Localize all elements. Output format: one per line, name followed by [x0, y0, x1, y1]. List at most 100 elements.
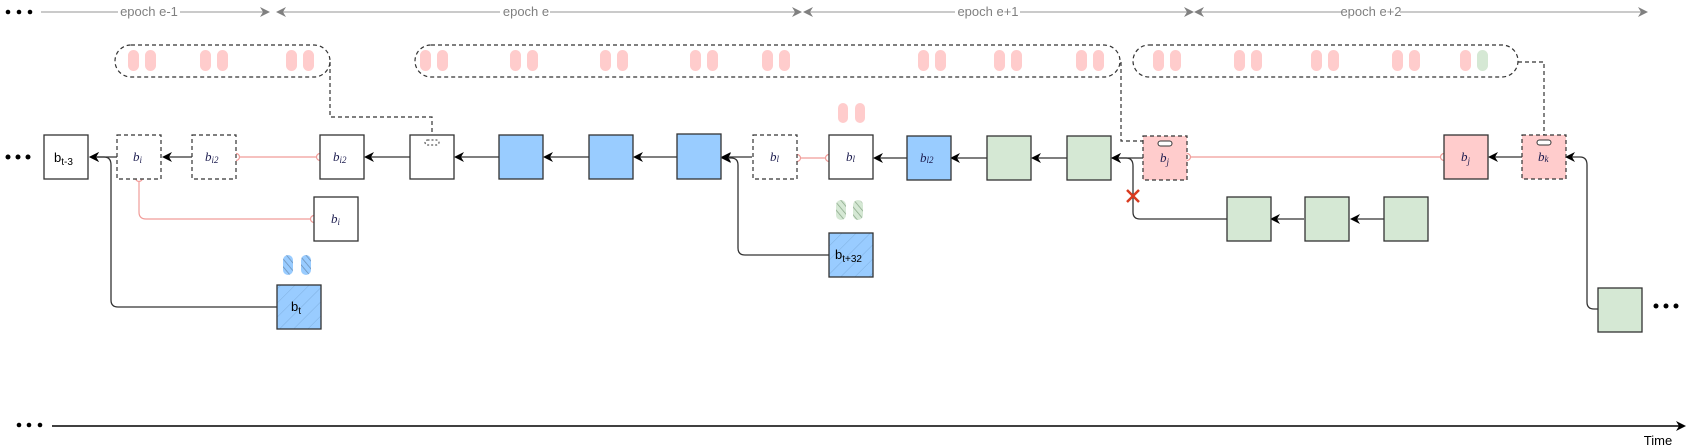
- svg-text:bi: bi: [133, 149, 143, 165]
- vote-pill: [1409, 50, 1420, 71]
- block-b-t-plus-32[interactable]: bt+32: [828, 232, 874, 278]
- chain-ellipsis-left: [5, 154, 31, 160]
- vote-pair: [994, 50, 1022, 71]
- epoch-label: epoch e+1: [957, 4, 1018, 19]
- block-b-t-minus-3[interactable]: bt-3: [43, 134, 89, 180]
- svg-text:bk: bk: [1538, 149, 1550, 164]
- block-bi-lower[interactable]: bi: [313, 196, 359, 242]
- time-axis-label: Time: [1644, 433, 1672, 448]
- vote-pill: [617, 50, 628, 71]
- vote-group-3: [1132, 44, 1519, 78]
- block-bj-dashed[interactable]: bj: [1142, 135, 1188, 181]
- epoch-span-e-plus-1: epoch e+1: [803, 4, 1194, 19]
- checkpoint-marker-icon: [1157, 140, 1173, 147]
- vote-pill: [145, 50, 156, 71]
- vote-pill: [420, 50, 431, 71]
- vote-pill: [1311, 50, 1322, 71]
- vote-pair: [762, 50, 790, 71]
- time-axis: Time: [16, 421, 1686, 448]
- svg-text:bt+32: bt+32: [835, 247, 862, 265]
- vote-pairs: [1153, 50, 1488, 71]
- block-blue[interactable]: [498, 134, 544, 180]
- vote-pair: [1076, 50, 1104, 71]
- svg-text:bj: bj: [1160, 150, 1170, 167]
- block-bk-dashed[interactable]: bk: [1521, 134, 1567, 180]
- vote-pill: [762, 50, 773, 71]
- vote-pair: [510, 50, 538, 71]
- vote-link-connector: [1518, 61, 1545, 138]
- vote-pill: [779, 50, 790, 71]
- checkpoint-marker-icon: [1536, 139, 1552, 146]
- block-green[interactable]: [986, 135, 1032, 181]
- vote-pair: [918, 50, 946, 71]
- epoch-label: epoch e: [503, 4, 549, 19]
- vote-pill: [1328, 50, 1339, 71]
- block-checkpoint-epoch-e[interactable]: [409, 134, 455, 180]
- svg-text:bt: bt: [291, 299, 301, 317]
- block-bi2-dashed[interactable]: bi2: [191, 134, 237, 180]
- vote-pair: [1460, 50, 1488, 71]
- vote-pill: [1011, 50, 1022, 71]
- block-bi-dashed[interactable]: bi: [116, 134, 162, 180]
- vote-pill: [935, 50, 946, 71]
- parent-links: [89, 152, 1598, 310]
- block-bi2[interactable]: bi2: [319, 134, 365, 180]
- epoch-label: epoch e-1: [120, 4, 178, 19]
- vote-pairs: [420, 50, 1104, 71]
- vote-pill: [217, 50, 228, 71]
- block-green-fork[interactable]: [1383, 196, 1429, 242]
- block-bl[interactable]: bl: [828, 134, 874, 180]
- vote-group-2: [414, 44, 1121, 78]
- block-bl2[interactable]: bl2: [906, 135, 952, 181]
- vote-pair: [1153, 50, 1181, 71]
- vote-pill: [527, 50, 538, 71]
- epoch-label: epoch e+2: [1340, 4, 1401, 19]
- vote-pair: [286, 50, 314, 71]
- svg-text:bl2: bl2: [920, 150, 934, 165]
- vote-pair-pink: [838, 103, 865, 123]
- vote-pill: [1093, 50, 1104, 71]
- epoch-span-e-minus-1: epoch e-1: [41, 4, 270, 19]
- vote-link-connector: [1120, 62, 1165, 142]
- chain-ellipsis-right: [1653, 303, 1679, 309]
- vote-pair: [1311, 50, 1339, 71]
- vote-pair: [420, 50, 448, 71]
- vote-pill: [600, 50, 611, 71]
- block-bj[interactable]: bj: [1443, 134, 1489, 180]
- vote-pill: [200, 50, 211, 71]
- vote-pill: [1460, 50, 1471, 71]
- vote-pair: [1392, 50, 1420, 71]
- epoch-timeline: epoch e-1 epoch e epoch e+1 epoch e+2: [5, 4, 1648, 19]
- svg-text:bl: bl: [770, 149, 780, 164]
- vote-pill: [1153, 50, 1164, 71]
- block-green-latest[interactable]: [1597, 287, 1643, 333]
- vote-pill: [690, 50, 701, 71]
- vote-pill: [1076, 50, 1087, 71]
- block-bl-dashed[interactable]: bl: [752, 134, 798, 180]
- block-b-t[interactable]: bt: [276, 284, 322, 330]
- vote-pill: [918, 50, 929, 71]
- vote-pill: [437, 50, 448, 71]
- epoch-span-e: epoch e: [276, 4, 802, 19]
- svg-text:bt-3: bt-3: [54, 150, 73, 168]
- epoch-ellipsis-dots: [5, 9, 33, 15]
- vote-pair: [128, 50, 156, 71]
- vote-pill: [128, 50, 139, 71]
- vote-pill: [1477, 50, 1488, 71]
- block-green-fork[interactable]: [1304, 196, 1350, 242]
- vote-pill: [1234, 50, 1245, 71]
- block-green-fork[interactable]: [1226, 196, 1272, 242]
- block-blue[interactable]: [588, 134, 634, 180]
- vote-pill: [286, 50, 297, 71]
- vote-pill: [1392, 50, 1403, 71]
- svg-text:bi2: bi2: [333, 149, 347, 165]
- block-green[interactable]: [1066, 135, 1112, 181]
- vote-link-connector: [329, 62, 433, 140]
- vote-pair-blue-hatched: [283, 255, 311, 275]
- checkpoint-marker-icon: [424, 139, 440, 146]
- vote-pairs: [128, 50, 314, 71]
- vote-pill: [303, 50, 314, 71]
- vote-pair: [600, 50, 628, 71]
- block-blue[interactable]: [676, 133, 722, 180]
